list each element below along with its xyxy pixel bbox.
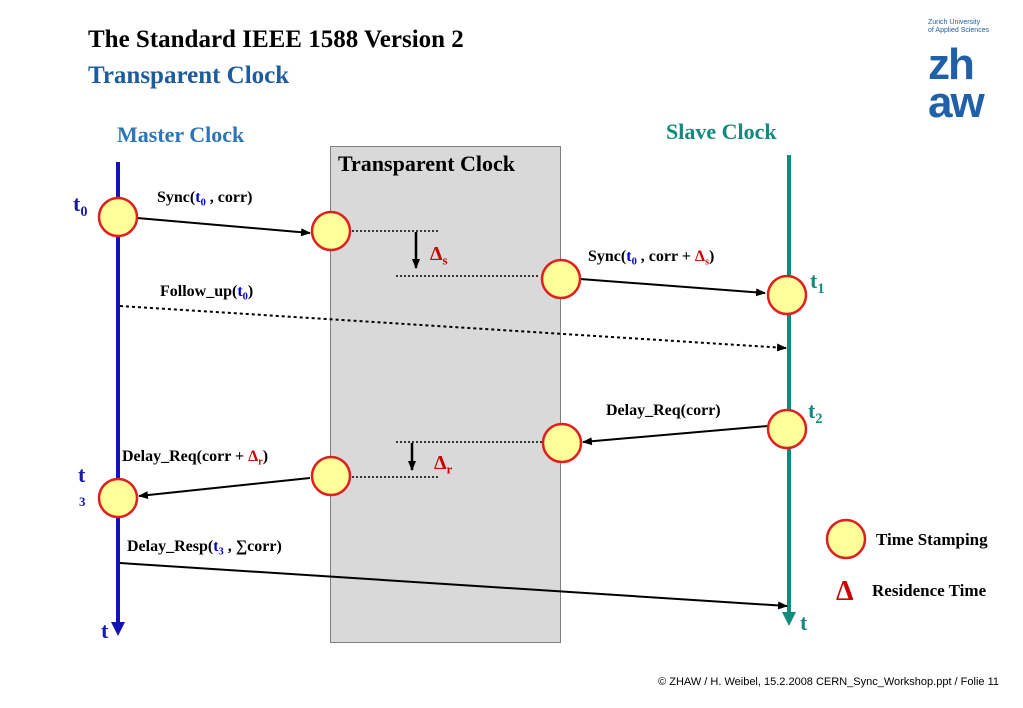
delay-req-label-master: Delay_Req(corr + Δr) xyxy=(122,448,269,468)
master-clock-label: Master Clock xyxy=(117,122,245,147)
transparent-clock-box xyxy=(330,146,561,643)
t3-label: t 3 xyxy=(78,462,86,510)
logo-aw: aw xyxy=(928,78,985,127)
logo-line2: of Applied Sciences xyxy=(928,27,990,34)
legend-stamp-label: Time Stamping xyxy=(876,530,988,549)
slave-timeline-arrow xyxy=(782,612,796,626)
slave-clock-label: Slave Clock xyxy=(666,119,777,144)
delay-req-arrow-1 xyxy=(582,425,769,446)
stamp-tc-delay-out xyxy=(310,455,352,497)
logo-caption: Zurich University of Applied Sciences xyxy=(928,19,989,35)
follow-up-arrow xyxy=(119,305,787,352)
residence-s-label: Δs xyxy=(430,243,448,268)
stamp-tc-sync-in xyxy=(310,210,352,252)
residence-r-label: Δr xyxy=(434,452,453,477)
legend-stamp-icon xyxy=(825,518,867,560)
stamp-t2 xyxy=(766,408,808,450)
legend-delta-icon: Δ xyxy=(836,576,854,607)
stamp-t0 xyxy=(97,196,139,238)
t0-label: t0 xyxy=(73,191,88,220)
slave-time-axis-label: t xyxy=(800,610,808,635)
follow-up-label: Follow_up(t0) xyxy=(160,283,254,303)
page-subtitle: Transparent Clock xyxy=(88,62,290,89)
delay-resp-arrow xyxy=(119,562,788,610)
t3-letter: t xyxy=(78,462,86,487)
sync-label-2: Sync(t0 , corr + Δs) xyxy=(588,248,715,268)
master-timeline-arrow xyxy=(111,622,125,636)
t3-subscript: 3 xyxy=(79,494,86,509)
t2-label: t2 xyxy=(808,398,823,427)
logo-line1: Zurich University xyxy=(928,19,981,26)
zhaw-logo: zh aw xyxy=(928,40,985,127)
delay-resp-label: Delay_Resp(t3 , ∑corr) xyxy=(127,538,282,558)
sync-arrow-1 xyxy=(136,217,311,237)
transparent-clock-label: Transparent Clock xyxy=(338,151,516,176)
master-time-axis-label: t xyxy=(101,618,109,643)
stamp-tc-sync-out xyxy=(540,258,582,300)
footer: © ZHAW / H. Weibel, 15.2.2008 CERN_Sync_… xyxy=(658,676,999,688)
logo-zh: zh xyxy=(928,40,975,89)
delay-req-arrow-2 xyxy=(138,477,311,500)
delay-req-label-slave: Delay_Req(corr) xyxy=(606,402,721,419)
stamp-t3 xyxy=(97,477,139,519)
sync-arrow-2 xyxy=(579,278,766,297)
stamp-tc-delay-in xyxy=(541,422,583,464)
t1-label: t1 xyxy=(810,268,825,297)
sync-label-1: Sync(t0 , corr) xyxy=(157,189,253,209)
page-title: The Standard IEEE 1588 Version 2 xyxy=(88,26,464,53)
legend-residence-label: Residence Time xyxy=(872,581,987,600)
stamp-t1 xyxy=(766,274,808,316)
